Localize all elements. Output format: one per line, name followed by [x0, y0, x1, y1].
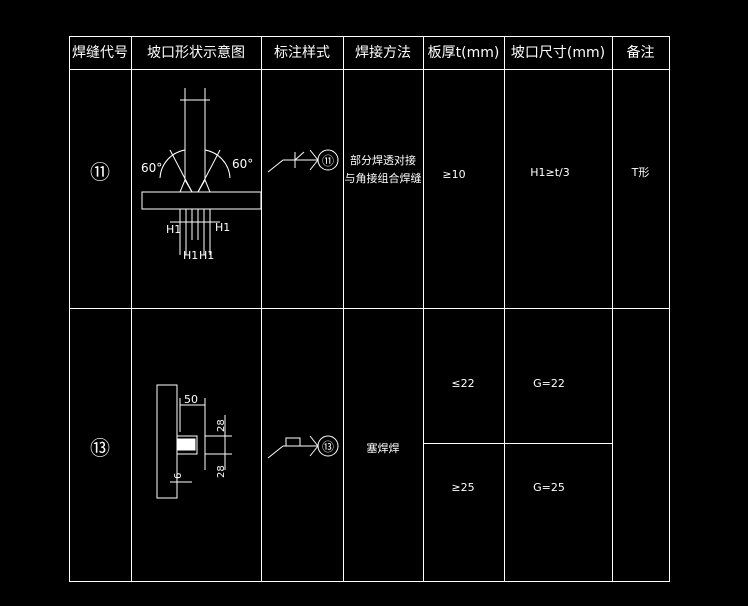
angle-right-label: 60° [232, 157, 253, 171]
method-11-line2: 与角接组合焊缝 [344, 172, 422, 185]
groove-diagram-11 [141, 88, 262, 255]
h1-label-c: H1 [183, 249, 198, 262]
groove-11: H1≥t/3 [530, 166, 570, 179]
header-groove-size: 坡口尺寸(mm) [510, 45, 606, 61]
symbol-code-11: ⑪ [322, 154, 334, 168]
header-notation: 标注样式 [274, 45, 330, 61]
method-11-line1: 部分焊透对接 [350, 154, 416, 167]
weld-symbol-11 [267, 149, 339, 173]
header-weld-code: 焊缝代号 [72, 45, 128, 61]
method-13: 塞焊焊 [366, 442, 400, 455]
dim-6-label: 6 [173, 473, 184, 479]
dim-28-top-label: 28 [216, 419, 227, 432]
remark-11: T形 [631, 166, 650, 179]
groove-13-b: G=25 [533, 481, 565, 494]
thickness-11: ≥10 [442, 168, 466, 181]
weld-code-13: ⑬ [90, 436, 110, 460]
thickness-13-a: ≤22 [451, 377, 475, 390]
header-groove-shape: 坡口形状示意图 [147, 45, 245, 61]
angle-left-label: 60° [141, 161, 162, 175]
symbol-code-13: ⑬ [322, 440, 334, 454]
weld-code-11: ⑪ [90, 160, 110, 184]
dim-50-label: 50 [184, 393, 198, 406]
thickness-13-b: ≥25 [451, 481, 475, 494]
groove-diagram-13 [156, 384, 232, 499]
groove-13-a: G=22 [533, 377, 565, 390]
h1-label-a: H1 [166, 223, 181, 236]
dim-28-bottom-label: 28 [216, 465, 227, 478]
h1-label-b: H1 [215, 221, 230, 234]
h1-label-d: H1 [199, 249, 214, 262]
header-thickness: 板厚t(mm) [427, 45, 500, 61]
weld-symbol-13 [267, 435, 339, 459]
header-method: 焊接方法 [355, 45, 411, 61]
header-remark: 备注 [626, 45, 655, 61]
